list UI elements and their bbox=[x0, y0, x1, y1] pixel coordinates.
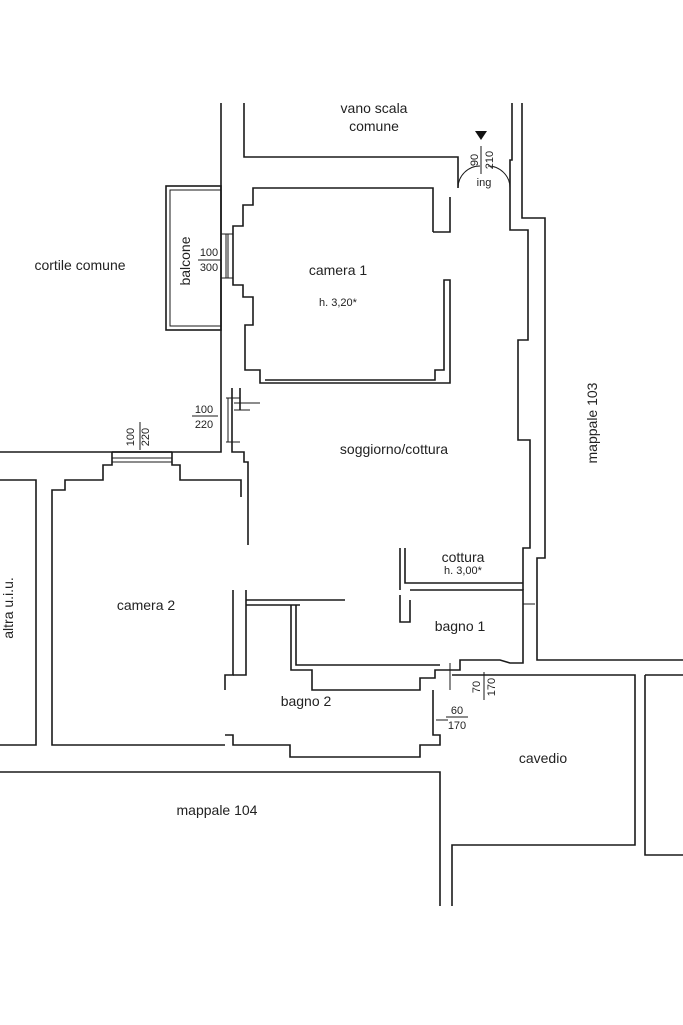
camera1-label: camera 1 bbox=[309, 262, 368, 278]
cortile-label: cortile comune bbox=[34, 257, 125, 273]
labels: vano scala comune cortile comune balcone… bbox=[0, 100, 600, 818]
soggiorno-window-width: 100 bbox=[195, 404, 213, 416]
bagno1-window-width: 70 bbox=[471, 681, 483, 693]
bagno1-window-height: 170 bbox=[486, 678, 498, 696]
apartment-walls bbox=[51, 187, 531, 758]
mappale104-label: mappale 104 bbox=[177, 802, 258, 818]
bagno2-window-height: 170 bbox=[448, 720, 466, 732]
balcone-opening-height: 300 bbox=[200, 262, 218, 274]
window-ticks bbox=[221, 233, 535, 721]
camera2-window-width: 100 bbox=[125, 428, 137, 446]
bagno2-window-width: 60 bbox=[451, 705, 463, 717]
vano-scala-label-2: comune bbox=[349, 118, 399, 134]
soggiorno-window-height: 220 bbox=[195, 419, 213, 431]
camera1-height: h. 3,20* bbox=[319, 297, 358, 309]
balcone-opening-width: 100 bbox=[200, 247, 218, 259]
camera2-label: camera 2 bbox=[117, 597, 176, 613]
ingresso-label: ing bbox=[477, 177, 492, 189]
context-walls bbox=[0, 103, 683, 906]
altra-uiu-label: altra u.i.u. bbox=[0, 577, 16, 638]
vano-scala-label: vano scala bbox=[341, 100, 408, 116]
camera2-window-height: 220 bbox=[140, 428, 152, 446]
entrance-height: 210 bbox=[484, 151, 496, 169]
bagno1-label: bagno 1 bbox=[435, 618, 486, 634]
entrance-arrow-icon bbox=[475, 131, 487, 140]
mappale103-label: mappale 103 bbox=[584, 382, 600, 463]
bagno2-label: bagno 2 bbox=[281, 693, 332, 709]
dimensions: 90 210 100 300 100 220 100 220 70 170 60… bbox=[125, 146, 498, 732]
entrance-door bbox=[457, 131, 511, 189]
balcone-label: balcone bbox=[177, 236, 193, 285]
cottura-height: h. 3,00* bbox=[444, 565, 483, 577]
entrance-width: 90 bbox=[469, 154, 481, 166]
cavedio-label: cavedio bbox=[519, 750, 567, 766]
soggiorno-label: soggiorno/cottura bbox=[340, 441, 448, 457]
cottura-label: cottura bbox=[442, 549, 485, 565]
